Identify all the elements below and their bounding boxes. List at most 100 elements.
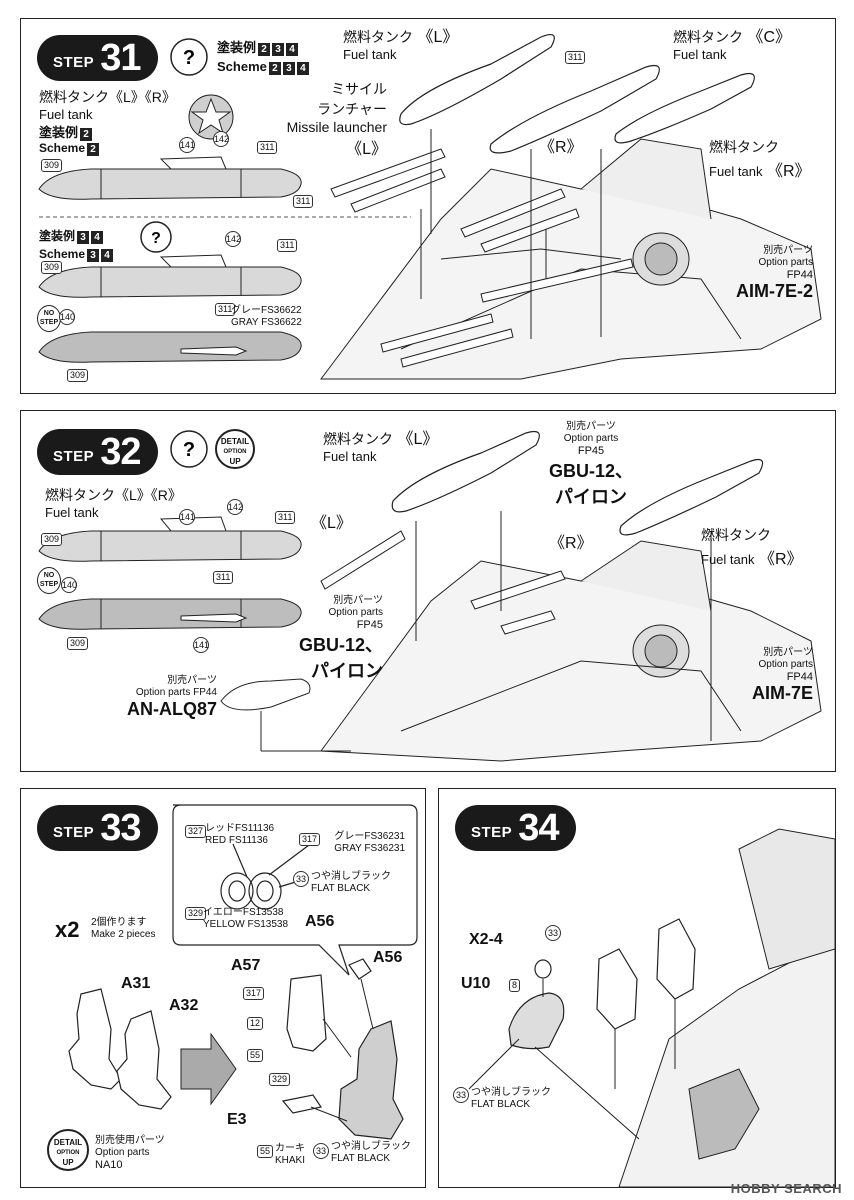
- part-311b: 311: [293, 195, 314, 208]
- part-309c: 309: [67, 369, 89, 382]
- a32-label: A32: [169, 997, 199, 1014]
- svg-text:?: ?: [183, 47, 195, 69]
- part-311d: 311: [215, 303, 236, 316]
- svg-text:?: ?: [151, 230, 161, 247]
- a57-label: A57: [231, 957, 261, 974]
- part-311: 311: [257, 141, 278, 154]
- scheme-2-en: 2: [268, 62, 281, 75]
- scheme-3: 3: [272, 43, 285, 56]
- tank-l-label: 燃料タンク 《L》 Fuel tank: [323, 431, 439, 464]
- step-word: STEP: [53, 53, 95, 71]
- step-word: STEP: [53, 823, 95, 841]
- tank-c-label: 燃料タンク 《C》 Fuel tank: [673, 29, 792, 62]
- step33-drawing: [68, 804, 418, 1140]
- alq87-option: 別売パーツ Option parts FP44 AN-ALQ87: [126, 675, 217, 719]
- part-311e: 311: [565, 51, 586, 64]
- step34-panel: STEP 34 X2-4 33 U10 8 33 つや消しブラック FLAT B…: [438, 788, 836, 1188]
- step-number: 32: [100, 430, 141, 473]
- part-317: 317: [299, 833, 321, 846]
- rotate-icon: ?: [170, 430, 208, 468]
- part-141: 141: [179, 137, 195, 153]
- red-color-label: レッドFS11136 RED FS11136: [205, 823, 275, 846]
- step31-badge: STEP 31: [37, 35, 159, 81]
- scheme-4: 4: [286, 43, 299, 56]
- step32-drawing: ?: [38, 430, 822, 762]
- part-309b: 309: [67, 637, 89, 650]
- part-309b: 309: [41, 261, 63, 274]
- part-33b: 33: [453, 1087, 469, 1103]
- na10-option: 別売使用パーツ Option parts NA10: [95, 1135, 165, 1171]
- part-33b: 33: [313, 1143, 329, 1159]
- part-311b: 311: [213, 571, 234, 584]
- step-number: 31: [100, 36, 141, 79]
- part-311: 311: [275, 511, 296, 524]
- aim7e2-option: 別売パーツ Option parts FP44 AIM-7E-2: [735, 245, 813, 301]
- missile-r-tag: 《R》: [539, 139, 583, 156]
- make-two-text: 2個作ります Make 2 pieces: [91, 917, 156, 940]
- tank-r-label: 燃料タンク Fuel tank 《R》: [701, 527, 803, 568]
- step-word: STEP: [53, 447, 95, 465]
- scheme-jp: 塗装例: [217, 40, 257, 55]
- part-329: 329: [185, 907, 207, 920]
- tank-r-label: 燃料タンク Fuel tank 《R》: [709, 139, 811, 180]
- a56-label: A56: [373, 949, 403, 966]
- part-142: 142: [227, 499, 243, 515]
- a56-inner-label: A56: [305, 913, 335, 930]
- step-word: STEP: [471, 823, 513, 841]
- part-317b: 317: [243, 987, 265, 1000]
- aim7e-option: 別売パーツ Option parts FP44 AIM-7E: [751, 647, 813, 703]
- part-141: 141: [179, 509, 195, 525]
- rotate-icon: ?: [170, 38, 208, 76]
- part-309: 309: [41, 159, 63, 172]
- flat-black-label: つや消しブラック FLAT BLACK: [471, 1087, 551, 1110]
- step31-drawing: ? ?: [38, 34, 822, 380]
- part-55: 55: [247, 1049, 264, 1062]
- part-140: 140: [59, 309, 75, 325]
- gray-color-label: グレーFS36622 GRAY FS36622: [231, 305, 302, 328]
- scheme-4-en: 4: [296, 62, 309, 75]
- part-311c: 311: [277, 239, 298, 252]
- part-142: 142: [213, 131, 229, 147]
- rotate-icon-small: ?: [140, 221, 172, 253]
- flat-black-label: つや消しブラック FLAT BLACK: [311, 871, 391, 894]
- step32-badge: STEP 32: [37, 429, 159, 475]
- r-tag: 《R》: [549, 535, 593, 552]
- watermark: HOBBY SEARCH: [730, 1181, 842, 1196]
- step34-drawing: [468, 828, 835, 1187]
- gbu12-option-top: 別売パーツ Option parts FP45 GBU-12、 パイロン: [548, 421, 633, 507]
- e3-label: E3: [227, 1111, 247, 1128]
- step34-badge: STEP 34: [455, 805, 577, 851]
- part-12: 12: [247, 1017, 264, 1030]
- missile-launcher-label: ミサイル ランチャー Missile launcher 《L》: [286, 81, 387, 158]
- part-329b: 329: [269, 1073, 291, 1086]
- step-number: 34: [518, 806, 559, 849]
- a31-label: A31: [121, 975, 151, 992]
- step33-badge: STEP 33: [37, 805, 159, 851]
- part-33: 33: [545, 925, 561, 941]
- gray-color-label: グレーFS36231 GRAY FS36231: [334, 831, 405, 854]
- scheme-2: 2: [258, 43, 271, 56]
- part-55b: 55: [257, 1145, 274, 1158]
- tank-lr-label: 燃料タンク《L》《R》 Fuel tank: [45, 487, 182, 520]
- part-33: 33: [293, 871, 309, 887]
- scheme-3-en: 3: [282, 62, 295, 75]
- make-two-note: x2: [55, 917, 80, 942]
- step-number: 33: [100, 806, 141, 849]
- part-140: 140: [61, 577, 77, 593]
- part-327: 327: [185, 825, 207, 838]
- part-8: 8: [509, 979, 521, 992]
- part-309: 309: [41, 533, 63, 546]
- part-141b: 141: [193, 637, 209, 653]
- flat-black-label-2: つや消しブラック FLAT BLACK: [331, 1141, 411, 1164]
- svg-text:?: ?: [183, 439, 195, 461]
- part-142b: 142: [225, 231, 241, 247]
- tank-l-label: 燃料タンク 《L》 Fuel tank: [343, 29, 459, 62]
- step33-panel: STEP 33 327 レッドFS11136 RED FS11136 317 グ…: [20, 788, 426, 1188]
